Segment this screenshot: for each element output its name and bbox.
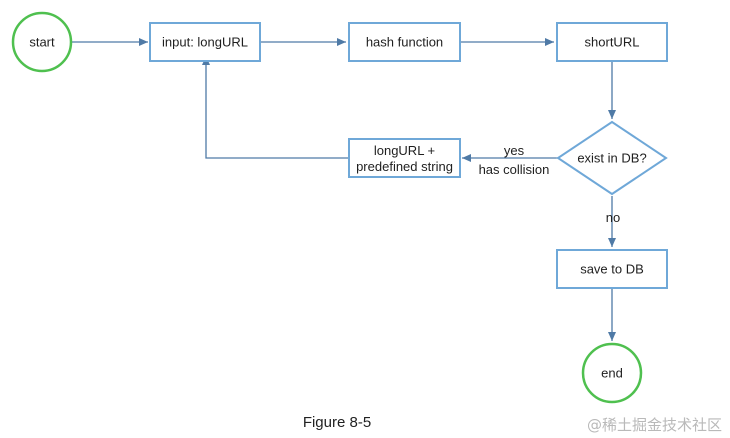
concat-label-line1: longURL + bbox=[374, 143, 435, 158]
exist-node: exist in DB? bbox=[556, 120, 668, 196]
hash-box bbox=[348, 22, 461, 62]
start-node: start bbox=[11, 11, 73, 73]
short-box bbox=[556, 22, 668, 62]
edge-concat-to-input bbox=[202, 56, 349, 159]
hash-node: hash function bbox=[348, 22, 461, 62]
input-label: input: longURL bbox=[162, 35, 248, 50]
edge-label-no: no bbox=[606, 210, 620, 225]
short-node: shortURL bbox=[556, 22, 668, 62]
concat-node: longURL + predefined string bbox=[348, 138, 461, 178]
save-node: save to DB bbox=[556, 249, 668, 289]
concat-box bbox=[348, 138, 461, 178]
save-label: save to DB bbox=[580, 262, 644, 277]
input-box bbox=[149, 22, 261, 62]
exist-label: exist in DB? bbox=[577, 151, 646, 166]
start-circle bbox=[11, 11, 73, 73]
concat-label-line2: predefined string bbox=[356, 159, 453, 174]
end-node: end bbox=[581, 342, 643, 404]
start-label: start bbox=[29, 35, 55, 50]
watermark-text: @稀土掘金技术社区 bbox=[587, 416, 722, 434]
save-box bbox=[556, 249, 668, 289]
end-circle bbox=[581, 342, 643, 404]
figure-caption: Figure 8-5 bbox=[303, 414, 371, 431]
end-label: end bbox=[601, 366, 623, 381]
hash-label: hash function bbox=[366, 35, 443, 50]
exist-diamond bbox=[556, 120, 668, 196]
input-node: input: longURL bbox=[149, 22, 261, 62]
edge-label-yes: yes bbox=[504, 143, 525, 158]
short-label: shortURL bbox=[585, 35, 640, 50]
edge-label-has-collision: has collision bbox=[479, 162, 550, 177]
connectors bbox=[72, 38, 616, 341]
